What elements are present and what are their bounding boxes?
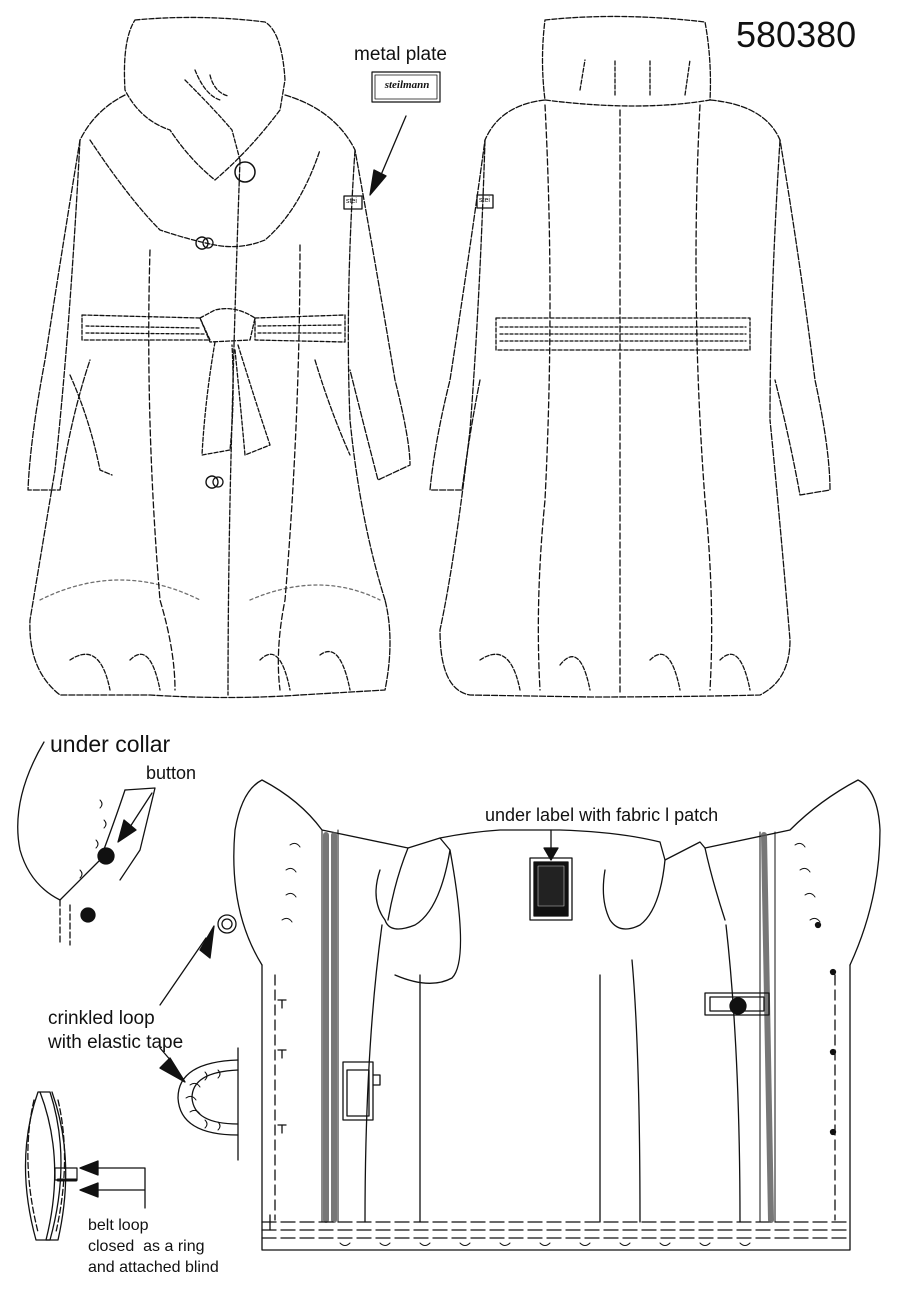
belt-loop-line-2: closed as a ring: [88, 1238, 205, 1255]
belt-loop-line-3: and attached blind: [88, 1259, 219, 1276]
under-label-label: under label with fabric l patch: [485, 805, 719, 825]
belt-loop-detail: [24, 1091, 146, 1241]
coat-back-view: [429, 15, 831, 698]
crinkled-loop-label: crinkled loop with elastic tape: [48, 1007, 183, 1055]
under-collar-detail: [17, 741, 156, 946]
crinkled-loop-detail: [159, 1047, 239, 1161]
crinkled-loop-line-2: with elastic tape: [48, 1032, 184, 1053]
under-collar-label: under collar: [50, 731, 171, 757]
coat-front-view: [27, 16, 411, 699]
button-label: button: [146, 763, 197, 783]
metal-plate-label: metal plate: [354, 44, 447, 65]
sleeve-plate-text-back: stei: [479, 197, 490, 204]
brand-plate-text: steilmann: [384, 79, 430, 91]
crinkled-loop-small: [159, 914, 237, 1006]
belt-loop-line-1: belt loop: [88, 1217, 149, 1234]
inside-view-detail: [233, 779, 881, 1251]
crinkled-loop-line-1: crinkled loop: [48, 1008, 155, 1029]
sleeve-plate-text: stei: [346, 198, 357, 205]
metal-plate-callout: [369, 71, 441, 196]
style-number: 580380: [736, 14, 857, 55]
belt-loop-label: belt loop closed as a ring and attached …: [88, 1215, 219, 1278]
